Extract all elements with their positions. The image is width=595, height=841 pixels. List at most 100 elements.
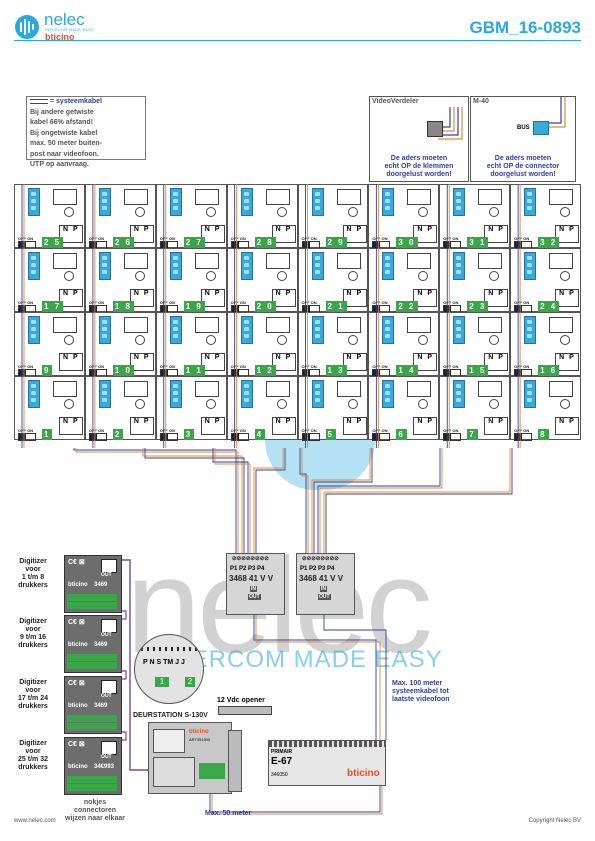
cable-line <box>120 610 127 620</box>
cable-line <box>212 448 249 553</box>
dial-icon <box>560 207 571 217</box>
np-n: N <box>275 290 281 297</box>
cable-line <box>255 613 381 740</box>
videoverdeler-label: VideoVerdeler <box>372 98 419 105</box>
offon-switch-icon <box>372 433 391 441</box>
monitor-screen-icon <box>123 381 148 397</box>
dig-out-label: OUT <box>101 693 112 699</box>
vent-icon <box>269 741 385 747</box>
e67-code: 346050 <box>271 772 288 778</box>
bus-terminal-icon <box>240 188 253 216</box>
np-n: N <box>488 226 494 233</box>
np-p: P <box>143 290 149 297</box>
dig-code: 3469 <box>94 703 108 709</box>
offon-label: OFF ON <box>514 364 530 369</box>
np-p: P <box>569 226 574 233</box>
bus-terminal-icon <box>382 188 395 216</box>
offon-label: OFF ON <box>443 428 459 433</box>
power-unit-out: OUT <box>248 594 261 600</box>
zoom-num-2: 2 <box>185 677 195 687</box>
door-opener-icon <box>218 706 272 715</box>
np-n: N <box>417 354 423 361</box>
np-n: N <box>133 354 139 361</box>
digitizer-label-line: voor <box>25 748 41 755</box>
np-p: P <box>427 290 433 297</box>
np-n: N <box>559 290 565 297</box>
dial-icon <box>418 399 429 409</box>
green-terminal-icon <box>199 763 225 779</box>
monitor-screen-icon <box>123 189 148 205</box>
dig-code: 3469 <box>94 642 108 648</box>
np-n: N <box>275 418 281 425</box>
zoom-labels: P N S TM J J <box>143 659 185 666</box>
unit-number: 5 <box>325 429 336 440</box>
offon-label: OFF ON <box>159 364 175 369</box>
offon-label: OFF ON <box>372 428 388 433</box>
np-n: N <box>204 290 210 297</box>
dial-icon <box>489 271 500 281</box>
np-p: P <box>214 354 220 361</box>
unit-number: 2 7 <box>183 237 205 248</box>
cable-line <box>323 613 387 740</box>
np-p: P <box>285 226 291 233</box>
monitor-screen-icon <box>478 317 503 333</box>
legend-line: max. 50 meter buiten- <box>30 140 102 147</box>
unit-number: 2 1 <box>325 301 347 312</box>
unit-number: 8 <box>538 429 549 440</box>
np-n: N <box>488 290 494 297</box>
np-n: N <box>559 226 565 233</box>
note-line: echt OP de connector <box>486 163 560 170</box>
unit-number: 2 4 <box>538 301 560 312</box>
np-p: P <box>427 354 433 361</box>
power-unit-ports: P1 P2 P3 P4 <box>300 566 335 572</box>
cable-line <box>317 448 441 553</box>
cable-line <box>73 448 237 553</box>
bus-terminal-icon <box>240 380 253 408</box>
ce-mark-icon: C€ ⊠ <box>68 741 85 748</box>
np-p: P <box>569 354 574 361</box>
note-line: nokjes connectoren <box>73 799 116 814</box>
offon-label: OFF ON <box>514 300 530 305</box>
np-n: N <box>63 290 69 297</box>
dial-icon <box>205 399 216 409</box>
monitor-screen-icon <box>478 189 503 205</box>
cable-line <box>144 448 245 553</box>
bus-terminal-icon <box>382 380 395 408</box>
np-p: P <box>427 418 433 425</box>
door-station: bticino ART351500 <box>148 722 232 794</box>
monitor-screen-icon <box>549 317 574 333</box>
dial-icon <box>347 335 358 345</box>
np-p: P <box>143 418 149 425</box>
unit-number: 3 0 <box>396 237 418 248</box>
dig-code: 34€993 <box>94 764 115 770</box>
digitizer-label-line: voor <box>25 566 41 573</box>
zoom-num-1: 1 <box>155 677 169 687</box>
bus-terminal-icon <box>28 252 40 280</box>
monitor-screen-icon <box>123 253 148 269</box>
np-p: P <box>498 290 503 297</box>
monitor-screen-icon <box>336 381 361 397</box>
np-n: N <box>346 418 352 425</box>
unit-number: 2 8 <box>254 237 276 248</box>
green-terminal-strip-icon <box>67 594 117 601</box>
green-terminal-strip-icon <box>67 776 117 783</box>
monitor-screen-icon <box>407 317 432 333</box>
digitizer-label-line: Digitizer <box>19 618 47 625</box>
brand-tagline: INTERCOM MADE EASY <box>45 28 95 32</box>
